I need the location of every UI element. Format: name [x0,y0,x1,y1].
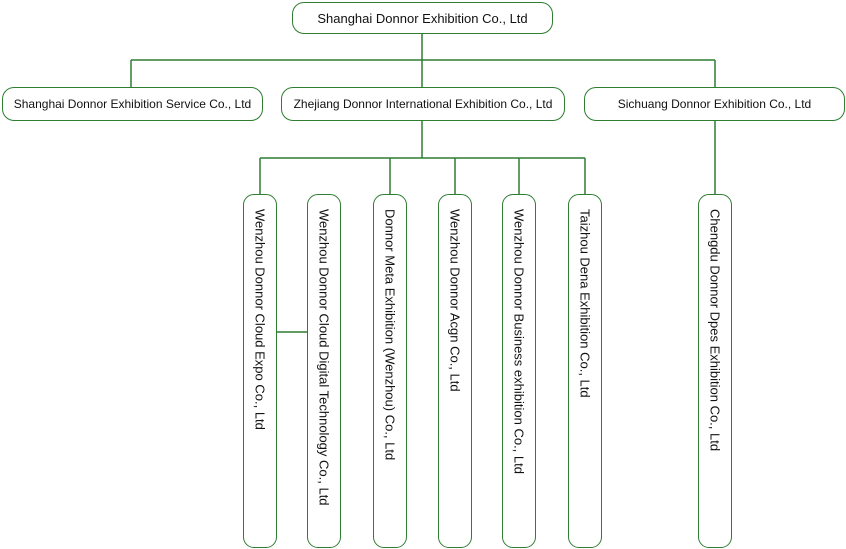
node-shanghai-service: Shanghai Donnor Exhibition Service Co., … [2,87,263,121]
node-label: Wenzhou Donnor Cloud Expo Co., Ltd [252,209,268,430]
node-donnor-meta: Donnor Meta Exhibition (Wenzhou) Co., Lt… [373,194,407,548]
node-zhejiang-international: Zhejiang Donnor International Exhibition… [281,87,565,121]
node-label: Wenzhou Donnor Cloud Digital Technology … [316,209,332,506]
node-label: Wenzhou Donnor Acgn Co., Ltd [447,209,463,392]
node-label: Donnor Meta Exhibition (Wenzhou) Co., Lt… [382,209,398,461]
node-wenzhou-cloud-expo: Wenzhou Donnor Cloud Expo Co., Ltd [243,194,277,548]
node-label: Taizhou Dena Exhibition Co., Ltd [577,209,593,398]
node-chengdu-dpes: Chengdu Donnor Dpes Exhibition Co., Ltd [698,194,732,548]
node-label: Sichuang Donnor Exhibition Co., Ltd [617,97,812,111]
node-label: Chengdu Donnor Dpes Exhibition Co., Ltd [707,209,723,452]
node-wenzhou-cloud-digital: Wenzhou Donnor Cloud Digital Technology … [307,194,341,548]
node-wenzhou-business: Wenzhou Donnor Business exhibition Co., … [502,194,536,548]
root-label: Shanghai Donnor Exhibition Co., Ltd [317,10,528,26]
node-label: Shanghai Donnor Exhibition Service Co., … [13,97,252,111]
node-wenzhou-acgn: Wenzhou Donnor Acgn Co., Ltd [438,194,472,548]
node-label: Zhejiang Donnor International Exhibition… [293,97,553,111]
node-taizhou-dena: Taizhou Dena Exhibition Co., Ltd [568,194,602,548]
root-node: Shanghai Donnor Exhibition Co., Ltd [292,2,553,34]
node-label: Wenzhou Donnor Business exhibition Co., … [511,209,527,474]
node-sichuang: Sichuang Donnor Exhibition Co., Ltd [584,87,845,121]
